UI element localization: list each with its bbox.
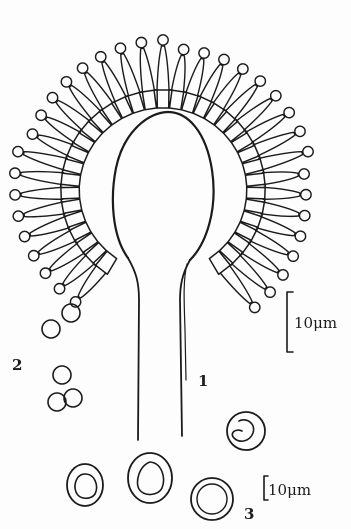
lower-scale-bar: 10μm — [264, 476, 311, 500]
conidium-section — [227, 412, 265, 450]
conidium — [115, 43, 125, 53]
conidium — [47, 92, 57, 102]
phialide-layer — [10, 35, 313, 313]
phialide — [220, 265, 252, 304]
phialide — [256, 216, 295, 236]
conidium — [64, 389, 82, 407]
conidium — [29, 250, 39, 260]
conidium — [303, 146, 313, 156]
conidium — [158, 35, 168, 45]
conidium — [288, 251, 298, 261]
conidium — [19, 231, 29, 241]
stipe — [128, 258, 190, 440]
conidium — [62, 304, 80, 322]
conidium-sections-figure: 3 — [67, 412, 265, 523]
conidium — [278, 270, 288, 280]
conidium — [295, 126, 305, 136]
phialide — [85, 72, 113, 110]
label-conidium-sections: 3 — [244, 505, 254, 523]
phialide — [262, 172, 299, 185]
conidium — [250, 302, 260, 312]
conidium — [53, 366, 71, 384]
conidium — [96, 52, 106, 62]
conidium — [284, 107, 294, 117]
phialide — [121, 54, 140, 96]
phialide — [260, 202, 299, 217]
conidiophore-figure: 1 — [10, 35, 313, 440]
phialide — [157, 46, 169, 90]
conidium — [40, 268, 50, 278]
conidium — [42, 320, 60, 338]
vesicle-outline — [113, 112, 214, 260]
conidium — [10, 168, 20, 178]
phialide — [30, 216, 70, 236]
conidium — [301, 189, 311, 199]
conidium — [77, 63, 87, 73]
phialide — [24, 202, 66, 217]
conidium — [13, 211, 23, 221]
conidium — [271, 91, 281, 101]
conidium — [178, 44, 188, 54]
conidium — [10, 190, 20, 200]
upper-scale-bar: 10μm — [287, 292, 337, 352]
phialide — [140, 48, 154, 92]
label-conidia-group: 2 — [12, 356, 22, 374]
conidium — [299, 169, 309, 179]
conidium — [61, 77, 71, 87]
phialide — [263, 187, 300, 199]
conidium — [265, 287, 275, 297]
upper-scale-label: 10μm — [294, 314, 337, 332]
conidium-section — [128, 453, 172, 503]
conidium — [199, 48, 209, 58]
conidium-section — [67, 464, 103, 506]
metulae-layer — [61, 90, 266, 275]
phialide — [172, 55, 185, 92]
phialide — [23, 152, 67, 171]
phialide — [213, 73, 241, 110]
lower-scale-label: 10μm — [268, 481, 311, 499]
conidium — [13, 146, 23, 156]
conidium — [48, 393, 66, 411]
conidium — [27, 129, 37, 139]
conidium — [255, 76, 265, 86]
conidium — [54, 284, 64, 294]
conidium — [36, 110, 46, 120]
phialide — [186, 58, 204, 96]
phialide — [258, 152, 302, 171]
conidium — [295, 231, 305, 241]
conidia-group-figure: 2 — [12, 304, 82, 411]
label-conidiophore: 1 — [198, 372, 208, 390]
conidium — [300, 210, 310, 220]
conidium — [136, 37, 146, 47]
conidium — [238, 64, 248, 74]
phialide — [21, 172, 65, 185]
phialide — [21, 187, 63, 199]
conidium — [219, 54, 229, 64]
